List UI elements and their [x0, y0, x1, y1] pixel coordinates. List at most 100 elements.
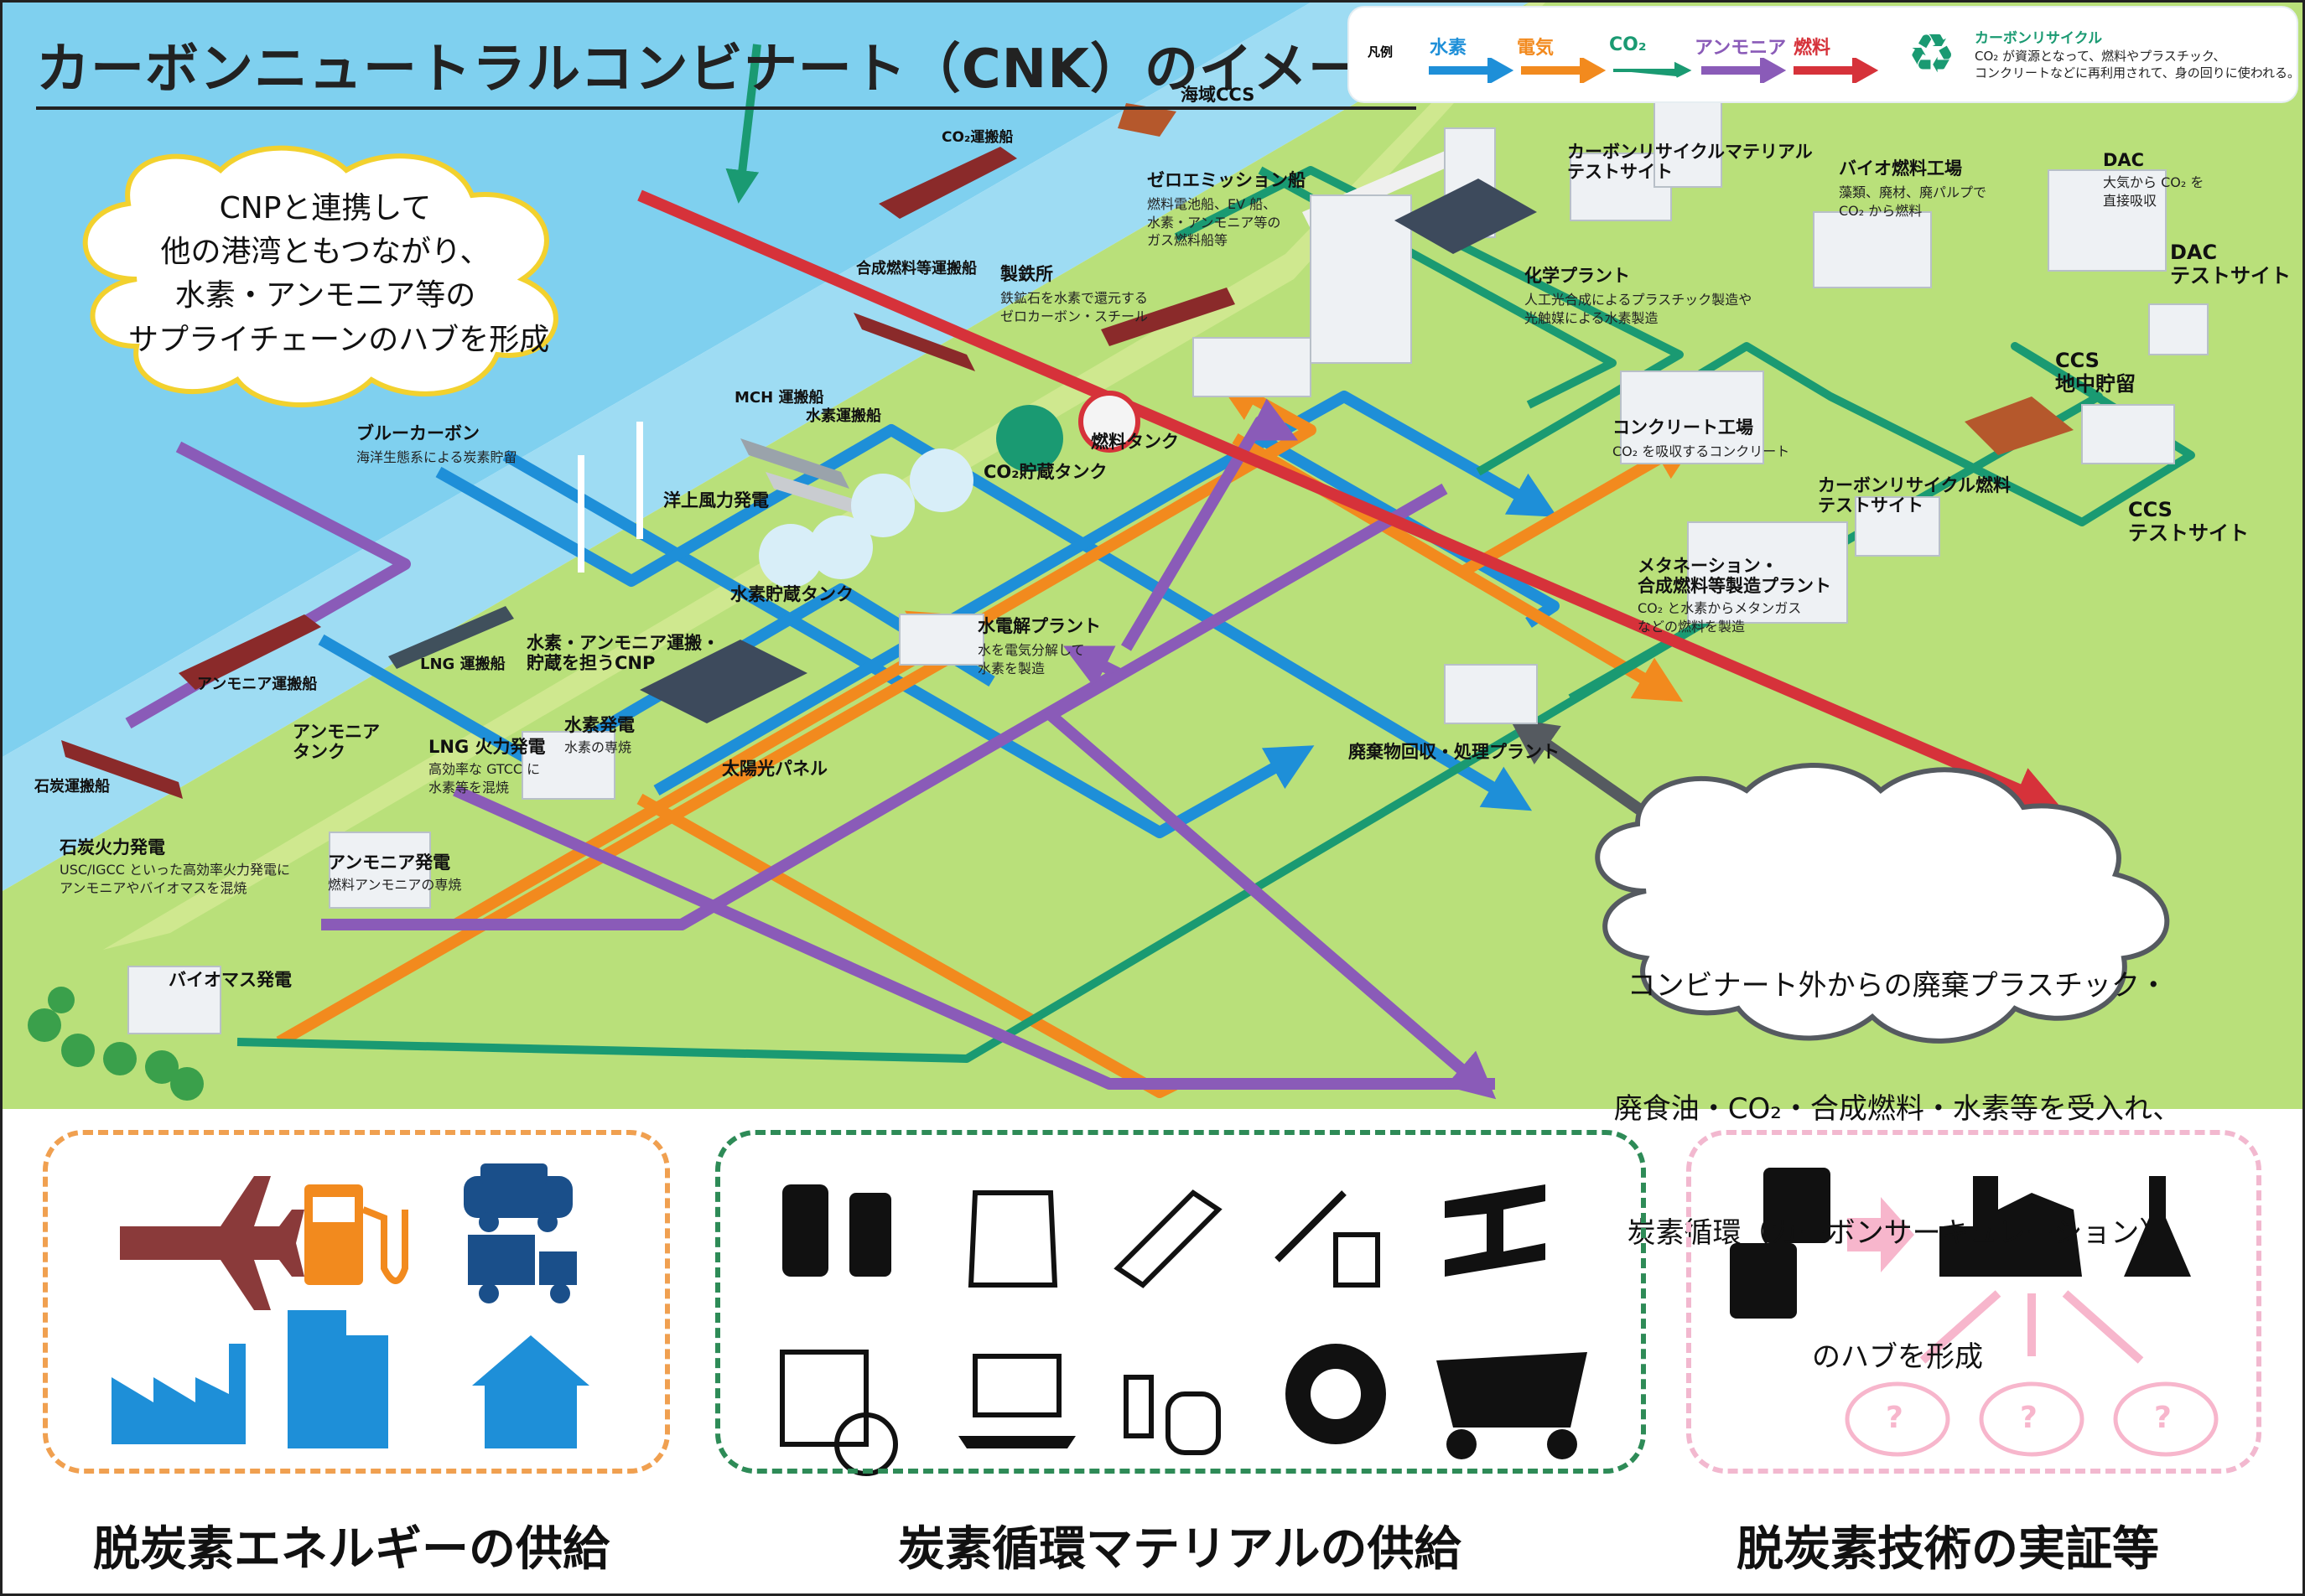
label-cr-material: カーボンリサイクルマテリアル テストサイト: [1567, 142, 1813, 183]
dump-truck-icon: [1436, 1352, 1587, 1428]
unknown-mark-1: ?: [1886, 1401, 1903, 1435]
detergent-icon: [782, 1184, 828, 1277]
plastic-bag-icon: [968, 1190, 1058, 1288]
label-lng-power: LNG 火力発電: [428, 737, 546, 757]
desc-steelworks: 鉄鉱石を水素で還元する ゼロカーボン・スチール: [1000, 290, 1149, 324]
material-panel: [715, 1130, 1646, 1474]
label-synfuel-ship: 合成燃料等運搬船: [856, 260, 977, 277]
medical-icon: [1274, 1190, 1347, 1262]
tanks: [759, 391, 1140, 588]
legend: 凡例 水素 電気 CO₂ アンモニア 燃料 ♻ カーボンリサイクル CO₂ が資…: [1349, 8, 2301, 101]
label-mch-ship: MCH 運搬船: [735, 389, 824, 407]
legend-hydrogen: 水素: [1430, 38, 1467, 59]
label-ammonia-power: アンモニア発電: [328, 852, 451, 873]
desc-ammonia-power: 燃料アンモニアの専焼: [328, 877, 462, 893]
legend-electricity: 電気: [1517, 38, 1555, 59]
building-icon: [288, 1310, 346, 1448]
label-bio-fuel: バイオ燃料工場: [1839, 158, 1962, 179]
right-cloud-text: コンビナート外からの廃棄プラスチック・ 廃食油・CO₂・合成燃料・水素等を受入れ…: [1596, 883, 2199, 1420]
pet-bottle-icon: [1114, 1189, 1223, 1288]
label-dac: DAC: [2103, 150, 2145, 170]
label-methanation: メタネーション・ 合成燃料等製造プラント: [1638, 556, 1831, 597]
flask-icon: [2124, 1176, 2191, 1277]
tech-panel-icons: [1730, 1168, 2219, 1457]
desc-electrolysis: 水を電気分解して 水素を製造: [978, 642, 1085, 676]
legend-recycle-desc: CO₂ が資源となって、燃料やプラスチック、 コンクリートなどに再利用されて、身…: [1975, 49, 2301, 81]
label-dac-test: DAC テストサイト: [2170, 241, 2291, 288]
ammonia-pipelines: [125, 398, 1497, 1100]
solar-panels: [640, 179, 1537, 723]
label-concrete: コンクリート工場: [1612, 417, 1753, 438]
cosmetics-icon: [1124, 1375, 1154, 1438]
label-offshore-wind: 洋上風力発電: [663, 490, 769, 510]
right-cloud-line-2: 廃食油・CO₂・合成燃料・水素等を受入れ、: [1613, 1092, 2182, 1127]
steel-beam-icon: [1445, 1184, 1545, 1277]
label-biomass: バイオマス発電: [169, 970, 292, 990]
energy-panel-icons: [112, 1163, 589, 1448]
label-h2-power: 水素発電: [564, 715, 635, 735]
right-cloud-line-3: 炭素循環（カーボンサーキュレーション）: [1627, 1216, 2168, 1251]
desc-bio-fuel: 藻類、廃材、廃パルプで CO₂ から燃料: [1839, 184, 1987, 219]
legend-fuel: 燃料: [1794, 38, 1831, 59]
label-coal-power: 石炭火力発電: [60, 837, 165, 858]
right-cloud-line-4: のハブを形成: [1812, 1340, 1983, 1375]
energy-panel: [43, 1130, 670, 1474]
label-solar: 太陽光パネル: [722, 759, 828, 779]
tech-panel-title: 脱炭素技術の実証等: [1737, 1522, 2159, 1577]
left-cloud-text: CNPと連携して 他の港湾ともつながり、 水素・アンモニア等の サプライチェーン…: [128, 191, 550, 357]
material-panel-icons: [780, 1184, 1587, 1476]
right-cloud-line-1: コンビナート外からの廃棄プラスチック・: [1627, 968, 2168, 1003]
factory-icon: [112, 1344, 246, 1444]
house-icon: [472, 1335, 589, 1448]
arrow-icon: [1847, 1197, 1914, 1272]
desc-lng-power: 高効率な GTCC に 水素等を混焼: [428, 761, 541, 795]
label-ccs-storage: CCS 地中貯留: [2055, 349, 2136, 396]
recycle-icon: ♻: [1908, 23, 1956, 86]
recycle-bin-icon: [1763, 1168, 1830, 1243]
wind-turbines: [578, 422, 643, 573]
label-cnp: 水素・アンモニア運搬・ 貯蔵を担うCNP: [527, 633, 720, 674]
unknown-mark-3: ?: [2154, 1401, 2172, 1435]
label-ammonia-tank: アンモニア タンク: [293, 722, 381, 763]
label-co2-tank: CO₂貯蔵タンク: [984, 462, 1108, 482]
page-title: カーボンニュートラルコンビナート（CNK）のイメージ: [36, 26, 1416, 110]
label-co2-ship: CO₂運搬船: [942, 129, 1014, 146]
label-ammonia-ship: アンモニア運搬船: [197, 676, 318, 693]
truck-icon: [468, 1235, 535, 1285]
laptop-icon: [973, 1354, 1062, 1417]
label-h2-ship: 水素運搬船: [806, 407, 881, 425]
facility-buildings: [127, 94, 2209, 1034]
desc-chemical: 人工光合成によるプラスチック製造や 光触媒による水素製造: [1524, 292, 1752, 326]
legend-ammonia: アンモニア: [1695, 38, 1787, 59]
legend-co2: CO₂: [1609, 34, 1647, 55]
trees: [28, 987, 204, 1101]
label-blue-carbon: ブルーカーボン: [356, 423, 480, 443]
label-waste-plant: 廃棄物回収・処理プラント: [1348, 742, 1560, 762]
car-icon: [464, 1176, 573, 1218]
ccs-pits: [1118, 103, 2074, 455]
desc-concrete: CO₂ を吸収するコンクリート: [1612, 443, 1790, 459]
label-ccs-test: CCS テストサイト: [2128, 498, 2249, 545]
desc-h2-power: 水素の専焼: [564, 739, 632, 755]
desc-methanation: CO₂ と水素からメタンガス などの燃料を製造: [1638, 600, 1802, 635]
airplane-icon: [120, 1176, 304, 1310]
fuel-pipelines: [637, 189, 2062, 811]
unknown-cloud-icon: [1845, 1381, 2219, 1457]
label-chemical: 化学プラント: [1524, 266, 1630, 286]
legend-arrows: [1429, 58, 1879, 83]
label-fuel-tank: 燃料タンク: [1091, 432, 1179, 452]
right-cloud: [1595, 763, 2170, 1044]
desc-zero-emission-ship: 燃料電池船、EV 船、 水素・アンモニア等の ガス燃料船等: [1147, 196, 1281, 249]
display-disc-icon: [780, 1350, 869, 1447]
label-zero-emission-ship: ゼロエミッション船: [1147, 170, 1306, 190]
material-panel-title: 炭素循環マテリアルの供給: [898, 1522, 1461, 1577]
plant-icon: [1939, 1176, 2082, 1277]
label-steelworks: 製鉄所: [1000, 264, 1053, 284]
label-offshore-ccs: 海域CCS: [1181, 85, 1255, 105]
label-lng-ship: LNG 運搬船: [420, 656, 506, 673]
desc-blue-carbon: 海洋生態系による炭素貯留: [356, 449, 517, 465]
desc-coal-power: USC/IGCC といった高効率火力発電に アンモニアやバイオマスを混焼: [60, 862, 290, 896]
scene-illustration: [3, 3, 2302, 1476]
energy-panel-title: 脱炭素エネルギーの供給: [93, 1522, 610, 1577]
